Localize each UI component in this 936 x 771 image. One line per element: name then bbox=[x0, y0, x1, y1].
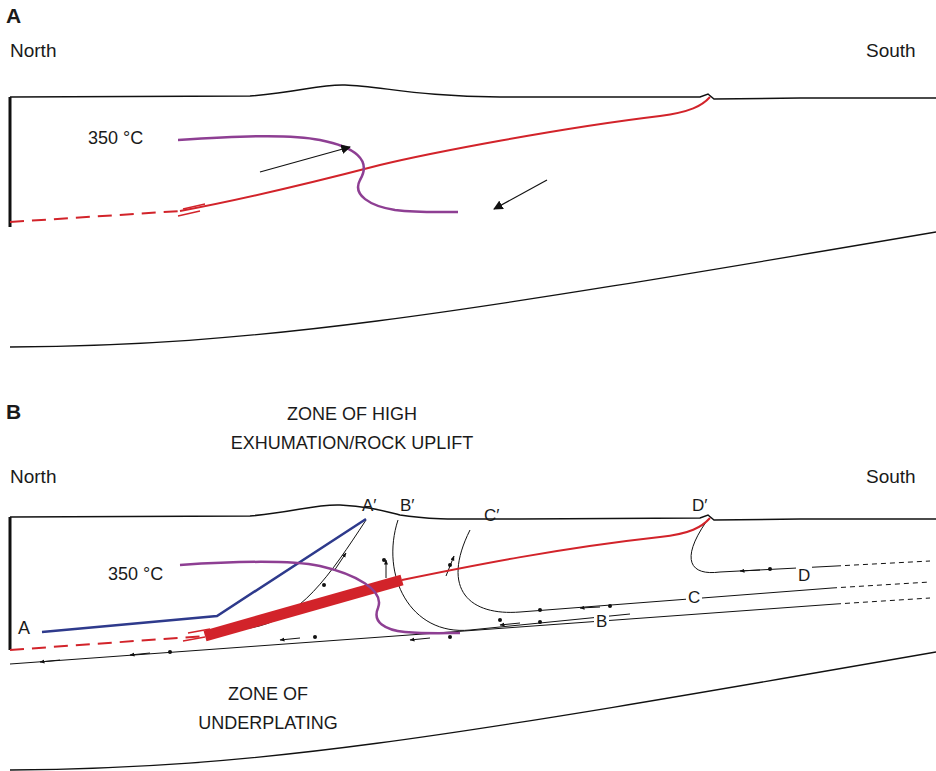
point-label: C′ bbox=[484, 506, 499, 526]
point-label: C bbox=[686, 588, 702, 608]
zone-label: ZONE OF UNDERPLATING bbox=[188, 680, 348, 738]
panel-b bbox=[10, 505, 936, 770]
point-label: A′ bbox=[362, 496, 377, 516]
direction-label: South bbox=[866, 466, 916, 488]
panel-letter: A bbox=[6, 4, 21, 28]
zone-label: ZONE OF HIGH EXHUMATION/ROCK UPLIFT bbox=[222, 400, 482, 458]
direction-label: North bbox=[10, 466, 56, 488]
isotherm-label: 350 °C bbox=[86, 128, 145, 149]
point-label: D′ bbox=[692, 496, 707, 516]
point-label: A bbox=[18, 618, 30, 639]
panel-a bbox=[10, 85, 936, 347]
point-label: B′ bbox=[400, 496, 415, 516]
panel-letter: B bbox=[6, 400, 21, 424]
isotherm-label: 350 °C bbox=[106, 564, 165, 585]
direction-label: North bbox=[10, 40, 56, 62]
direction-label: South bbox=[866, 40, 916, 62]
point-label: B bbox=[594, 612, 609, 632]
point-label: D bbox=[796, 566, 812, 586]
